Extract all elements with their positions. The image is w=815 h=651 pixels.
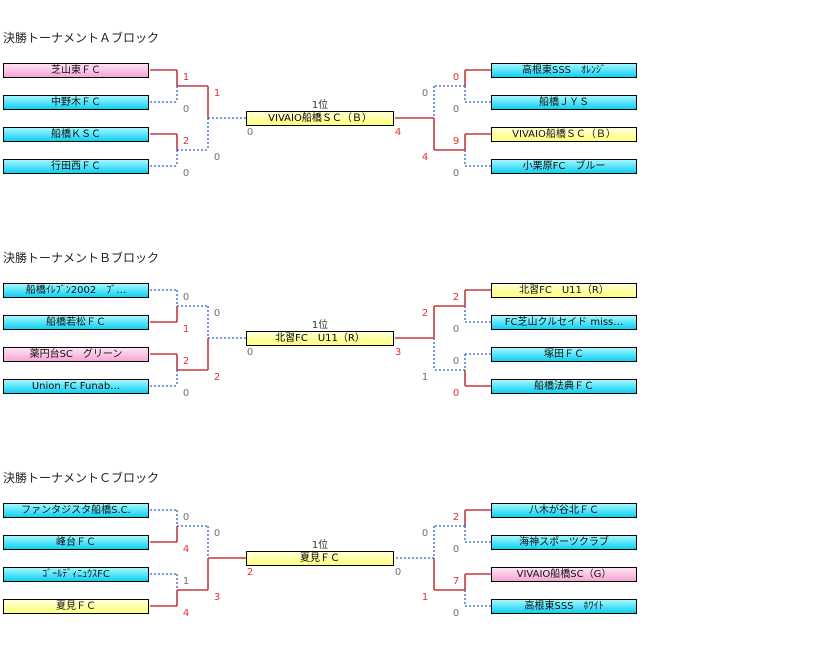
final-score: 0: [394, 567, 402, 578]
team-box[interactable]: Union FC Funab…: [3, 379, 149, 394]
team-box[interactable]: 八木が谷北ＦＣ: [491, 503, 637, 518]
final-score: 2: [246, 567, 254, 578]
semi-score: 0: [213, 308, 221, 319]
team-box[interactable]: 芝山東ＦＣ: [3, 63, 149, 78]
semi-score: 4: [421, 152, 429, 163]
team-score: 1: [182, 72, 190, 83]
team-score: 0: [182, 512, 190, 523]
team-box[interactable]: 峰台ＦＣ: [3, 535, 149, 550]
semi-score: 1: [421, 592, 429, 603]
champion-box[interactable]: 北習FC U11（R）: [246, 331, 394, 346]
team-box[interactable]: 塚田ＦＣ: [491, 347, 637, 362]
champion-box[interactable]: 夏見ＦＣ: [246, 551, 394, 566]
team-box[interactable]: 船橋ｲﾚﾌﾞﾝ2002 ﾌﾞ…: [3, 283, 149, 298]
team-box[interactable]: ファンタジスタ船橋S.C.: [3, 503, 149, 518]
semi-score: 0: [421, 528, 429, 539]
team-score: 0: [452, 388, 460, 399]
semi-score: 0: [421, 88, 429, 99]
final-score: 0: [246, 127, 254, 138]
team-score: 2: [452, 512, 460, 523]
team-score: 2: [182, 356, 190, 367]
team-score: 1: [182, 576, 190, 587]
champion-box[interactable]: VIVAIO船橋ＳＣ（Ｂ）: [246, 111, 394, 126]
semi-score: 0: [213, 528, 221, 539]
team-box[interactable]: 夏見ＦＣ: [3, 599, 149, 614]
team-score: 4: [182, 544, 190, 555]
team-box[interactable]: 中野木ＦＣ: [3, 95, 149, 110]
team-box[interactable]: FC芝山クルセイド miss…: [491, 315, 637, 330]
team-score: 0: [452, 544, 460, 555]
semi-score: 2: [421, 308, 429, 319]
semi-score: 1: [213, 88, 221, 99]
semi-score: 2: [213, 372, 221, 383]
semi-score: 3: [213, 592, 221, 603]
team-score: 0: [182, 104, 190, 115]
final-score: 4: [394, 127, 402, 138]
team-score: 4: [182, 608, 190, 619]
team-score: 0: [452, 168, 460, 179]
team-score: 7: [452, 576, 460, 587]
team-box[interactable]: ｺﾞｰﾙﾃﾞｨﾆｭｳｽFC: [3, 567, 149, 582]
block-title: 決勝トーナメントＢブロック: [3, 251, 160, 265]
team-box[interactable]: VIVAIO船橋SC（G）: [491, 567, 637, 582]
rank-label: 1位: [311, 320, 329, 331]
block-title: 決勝トーナメントＣブロック: [3, 471, 160, 485]
team-box[interactable]: 薬円台SC グリーン: [3, 347, 149, 362]
team-box[interactable]: 船橋法典ＦＣ: [491, 379, 637, 394]
team-box[interactable]: 小栗原FC ブルー: [491, 159, 637, 174]
block-title: 決勝トーナメントＡブロック: [3, 31, 160, 45]
final-score: 0: [246, 347, 254, 358]
team-score: 0: [452, 324, 460, 335]
semi-score: 0: [213, 152, 221, 163]
team-box[interactable]: 北習FC U11（R）: [491, 283, 637, 298]
final-score: 3: [394, 347, 402, 358]
team-box[interactable]: 海神スポーツクラブ: [491, 535, 637, 550]
team-score: 9: [452, 136, 460, 147]
team-box[interactable]: 高根東SSS ﾎﾜｲﾄ: [491, 599, 637, 614]
rank-label: 1位: [311, 540, 329, 551]
team-score: 0: [182, 292, 190, 303]
team-box[interactable]: 船橋若松ＦＣ: [3, 315, 149, 330]
team-box[interactable]: VIVAIO船橋ＳＣ（Ｂ）: [491, 127, 637, 142]
team-score: 0: [452, 608, 460, 619]
team-box[interactable]: 船橋ＫＳＣ: [3, 127, 149, 142]
team-score: 0: [452, 72, 460, 83]
team-score: 1: [182, 324, 190, 335]
team-score: 2: [452, 292, 460, 303]
team-score: 2: [182, 136, 190, 147]
team-box[interactable]: 行田西ＦＣ: [3, 159, 149, 174]
team-score: 0: [452, 104, 460, 115]
team-box[interactable]: 船橋ＪＹＳ: [491, 95, 637, 110]
semi-score: 1: [421, 372, 429, 383]
team-score: 0: [452, 356, 460, 367]
team-box[interactable]: 高根東SSS ｵﾚﾝｼﾞ: [491, 63, 637, 78]
rank-label: 1位: [311, 100, 329, 111]
team-score: 0: [182, 388, 190, 399]
team-score: 0: [182, 168, 190, 179]
